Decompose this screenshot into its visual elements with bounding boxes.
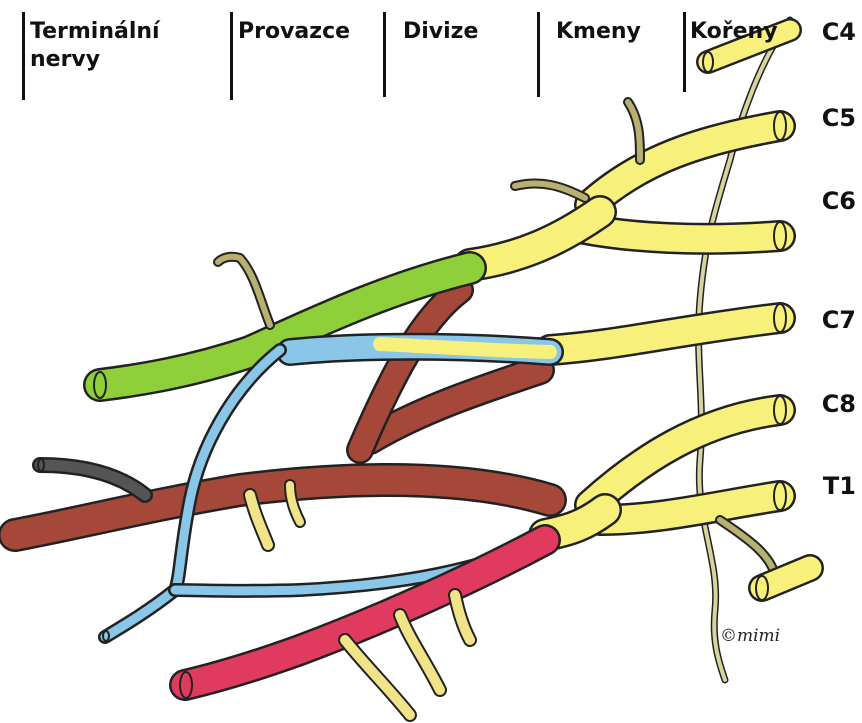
root-label-c6: C6: [822, 187, 856, 215]
root-label-c7: C7: [822, 306, 856, 334]
divider-5: [683, 12, 686, 92]
header-cords: Provazce: [238, 18, 350, 46]
header-trunks: Kmeny: [556, 18, 641, 46]
header-roots: Kořeny: [690, 18, 778, 46]
root-label-c4: C4: [822, 18, 856, 46]
header-divisions: Divize: [403, 18, 478, 46]
root-label-c5: C5: [822, 104, 856, 132]
root-label-c8: C8: [822, 390, 856, 418]
header-terminal-nerves: Terminální nervy: [30, 18, 210, 74]
divider-2: [230, 12, 233, 100]
root-label-t1: T1: [823, 472, 856, 500]
divider-3: [383, 12, 386, 97]
divider-4: [537, 12, 540, 97]
copyright-signature: ©mimi: [720, 626, 780, 646]
divider-1: [22, 12, 25, 100]
